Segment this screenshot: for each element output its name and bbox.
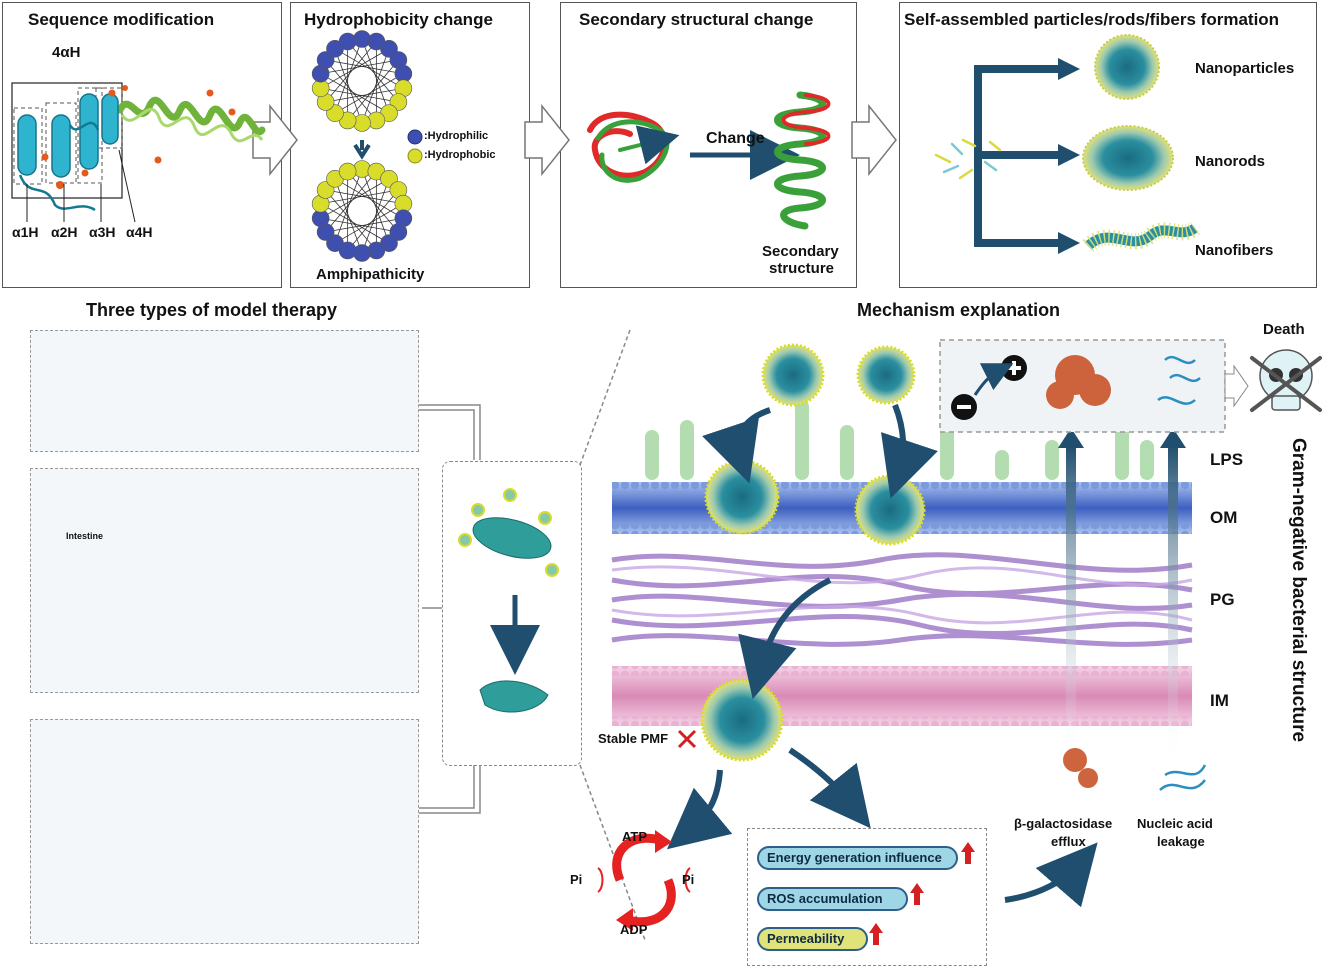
leakage-label-line2: leakage: [1157, 834, 1205, 849]
leakage-label-line1: Nucleic acid: [1137, 816, 1213, 831]
intestine-label: Intestine: [66, 531, 104, 541]
panel-sequence-modification: [2, 2, 282, 288]
label-alpha2h: α2H: [51, 224, 78, 240]
secondary-structure-caption-line1: Secondary: [762, 243, 839, 260]
pi-left-label: Pi: [570, 872, 583, 887]
self-assembly-title: Self-assembled particles/rods/fibers for…: [904, 10, 1280, 29]
death-label: Death: [1263, 321, 1305, 338]
adp-label: ADP: [620, 922, 648, 937]
label-alpha3h: α3H: [89, 224, 116, 240]
layer-pg: PG: [1210, 590, 1235, 609]
label-4ah: 4αH: [52, 44, 81, 61]
label-nanorods: Nanorods: [1195, 153, 1266, 170]
hydrophobicity-change-title: Hydrophobicity change: [304, 10, 493, 29]
layer-lps: LPS: [1210, 450, 1244, 469]
atp-label: ATP: [622, 829, 648, 844]
sequence-modification-title: Sequence modification: [28, 10, 215, 29]
wheel-residue: [338, 32, 357, 51]
legend-hydrophobic: :Hydrophobic: [424, 149, 496, 161]
therapy-box-larva: [30, 330, 419, 452]
effect-permeability: Permeability: [757, 927, 868, 951]
efflux-label-line1: β-galactosidase: [1014, 816, 1113, 831]
change-label: Change: [706, 130, 765, 147]
therapy-box-intestine: [30, 468, 419, 693]
secondary-structural-change-title: Secondary structural change: [579, 10, 814, 29]
label-alpha4h: α4H: [126, 224, 153, 240]
amphipathicity-caption: Amphipathicity: [316, 266, 425, 283]
bacteria-box: [442, 461, 582, 766]
wheel-residue: [338, 162, 357, 181]
pi-right-label: Pi: [682, 872, 695, 887]
label-alpha1h: α1H: [12, 224, 39, 240]
therapy-title: Three types of model therapy: [86, 300, 338, 320]
mechanism-title: Mechanism explanation: [857, 300, 1061, 320]
label-nanofibers: Nanofibers: [1195, 242, 1274, 259]
layer-im: IM: [1210, 691, 1229, 710]
therapy-box-skin: [30, 719, 419, 944]
effect-ros: ROS accumulation: [757, 887, 908, 911]
stable-pmf-label: Stable PMF: [598, 731, 669, 746]
secondary-structure-caption-line2: structure: [769, 260, 835, 277]
legend-hydrophilic: :Hydrophilic: [424, 130, 489, 142]
label-nanoparticles: Nanoparticles: [1195, 60, 1295, 77]
effect-energy: Energy generation influence: [757, 846, 958, 870]
efflux-label-line2: efflux: [1051, 834, 1086, 849]
layer-om: OM: [1210, 508, 1238, 527]
